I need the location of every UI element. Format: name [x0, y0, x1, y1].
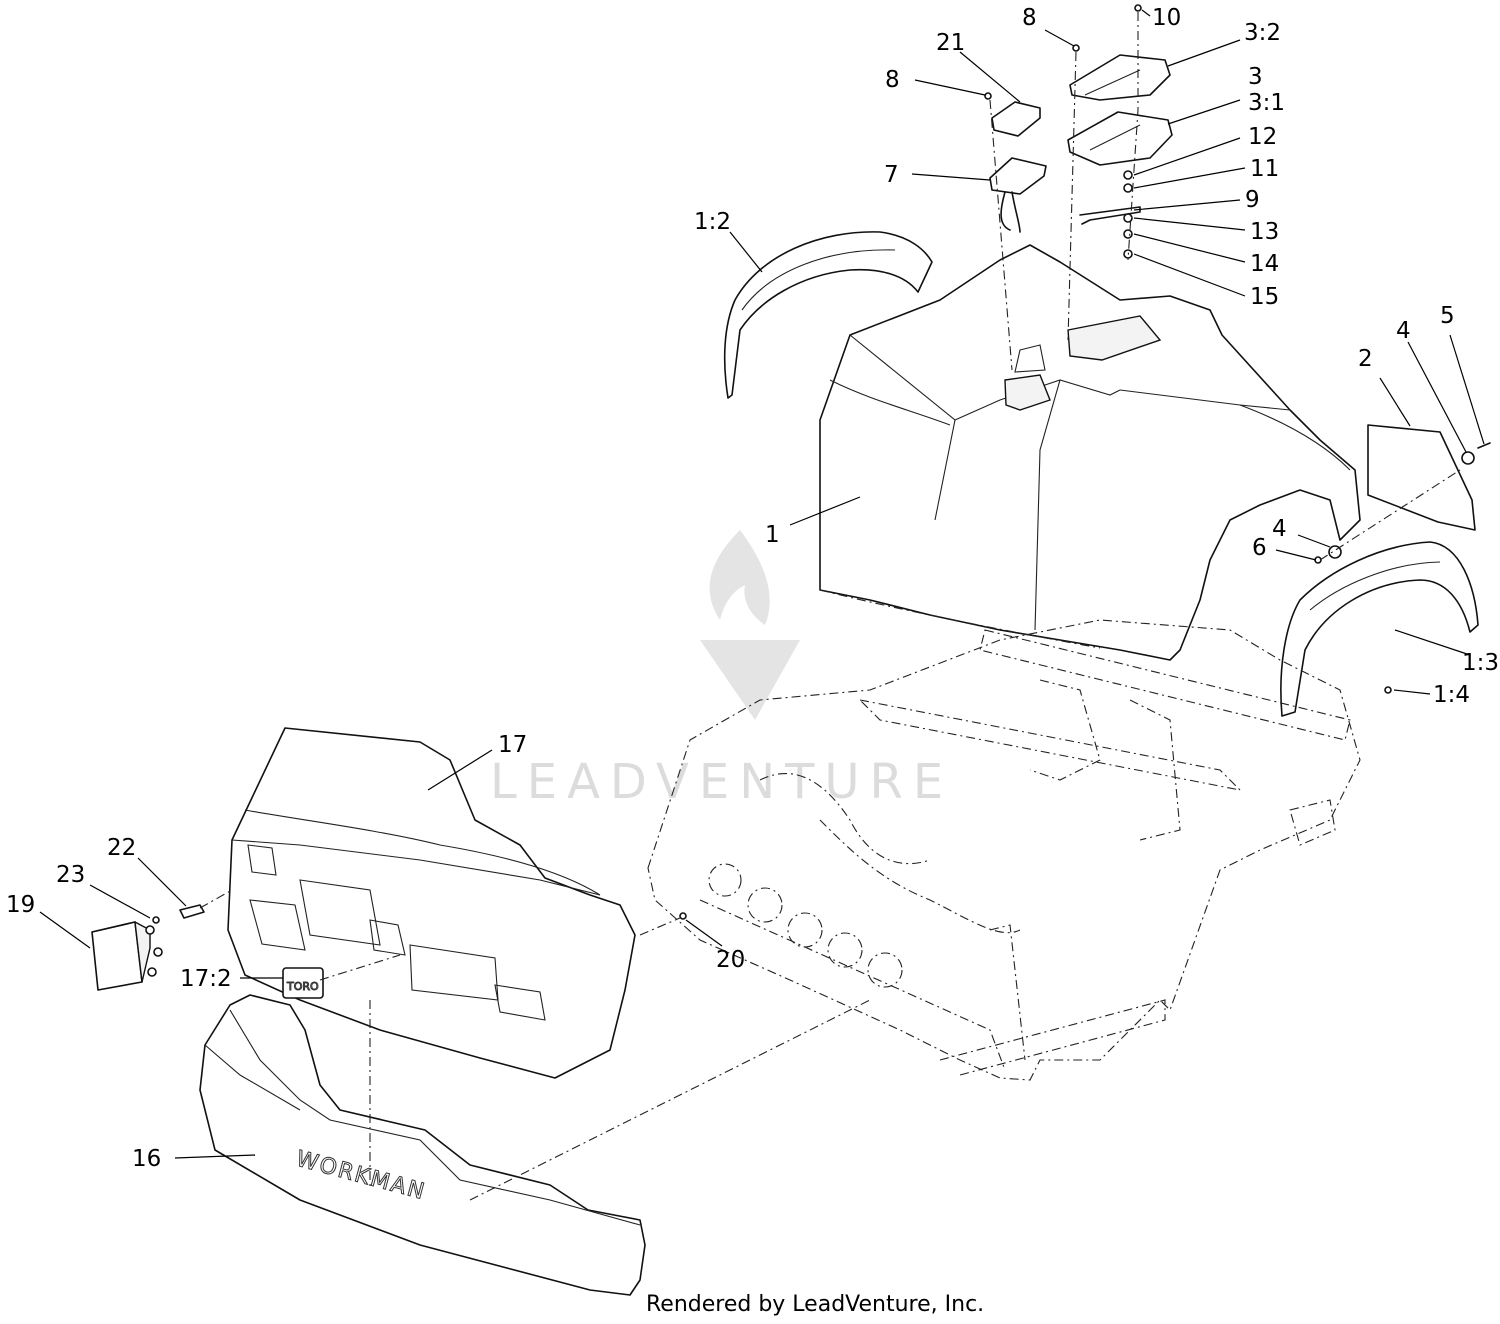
side-bracket[interactable]	[1367, 424, 1476, 531]
emblem-text: TORO	[286, 980, 319, 993]
assembly-guides	[319, 912, 871, 1201]
callout-15: 15	[1250, 284, 1279, 310]
render-credit: Rendered by LeadVenture, Inc.	[646, 1292, 984, 1317]
callout-1-4: 1:4	[1433, 682, 1470, 708]
callout-4-upper: 4	[1396, 318, 1411, 344]
chassis-frame[interactable]	[647, 619, 1361, 1081]
callout-20: 20	[716, 947, 745, 973]
callout-14: 14	[1250, 251, 1279, 277]
right-fender[interactable]	[1280, 541, 1479, 717]
top-panels[interactable]	[984, 4, 1173, 371]
watermark-text: LEADVENTURE	[490, 754, 953, 810]
callout-6: 6	[1252, 535, 1267, 561]
callout-2: 2	[1358, 346, 1373, 372]
front-grille[interactable]	[227, 727, 636, 1079]
bracket-fasteners[interactable]	[1314, 442, 1491, 694]
callout-8-top: 8	[1022, 5, 1037, 31]
hood-assembly[interactable]	[819, 244, 1361, 661]
callout-1-3: 1:3	[1462, 650, 1499, 676]
toro-emblem[interactable]: TORO	[282, 967, 324, 999]
callout-19: 19	[6, 892, 35, 918]
callout-23: 23	[56, 862, 85, 888]
callout-16: 16	[132, 1146, 161, 1172]
callout-22: 22	[107, 835, 136, 861]
callout-3-2: 3:2	[1244, 20, 1281, 46]
callout-10: 10	[1152, 5, 1181, 31]
callout-4-lower: 4	[1272, 516, 1287, 542]
leader-lines	[39, 9, 1485, 1159]
callout-17-2: 17:2	[180, 966, 232, 992]
callout-21: 21	[936, 30, 965, 56]
callout-17: 17	[498, 732, 527, 758]
left-fender[interactable]	[723, 231, 933, 399]
callout-11: 11	[1250, 156, 1279, 182]
leadventure-watermark: LEADVENTURE	[490, 530, 953, 810]
callout-labels: 8 10 21 3:2 8 3 3:1 12 7 11 9 1:2 13 14 …	[6, 5, 1499, 1172]
callout-1-2: 1:2	[694, 209, 731, 235]
callout-5: 5	[1440, 303, 1455, 329]
front-bumper[interactable]: WORKMAN	[199, 994, 646, 1296]
callout-3-1: 3:1	[1248, 90, 1285, 116]
callout-9: 9	[1245, 187, 1260, 213]
callout-3: 3	[1248, 64, 1263, 90]
callout-13: 13	[1250, 219, 1279, 245]
callout-12: 12	[1248, 124, 1277, 150]
callout-8-left: 8	[885, 67, 900, 93]
callout-7: 7	[884, 162, 899, 188]
headlight[interactable]	[91, 889, 233, 991]
callout-1: 1	[765, 522, 780, 548]
